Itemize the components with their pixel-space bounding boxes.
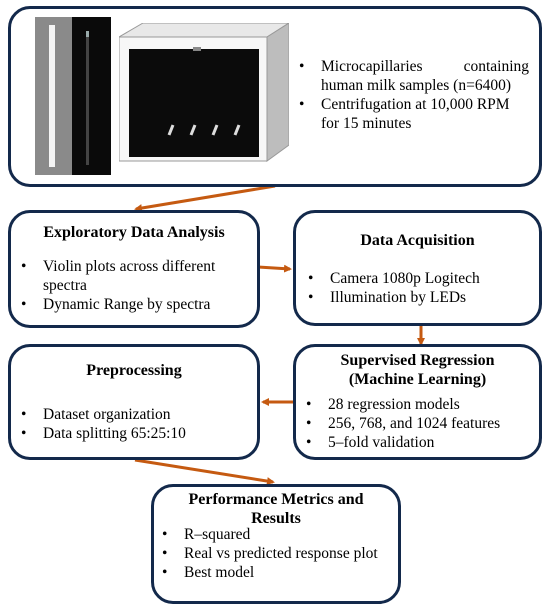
preprocessing-bullets: Dataset organization Data splitting 65:2… bbox=[15, 405, 251, 443]
sample-preparation-bullets: Microcapillaries containing human milk s… bbox=[293, 57, 529, 133]
centrifuge-render bbox=[119, 23, 289, 162]
exploratory-analysis-bullets: Violin plots across different spectra Dy… bbox=[15, 257, 251, 314]
bullet-real-vs-predicted: Real vs predicted response plot bbox=[156, 544, 394, 563]
bullet-regression-models: 28 regression models bbox=[300, 395, 538, 414]
sample-preparation-box: Microcapillaries containing human milk s… bbox=[8, 6, 542, 187]
supervised-regression-title-line2: (Machine Learning) bbox=[348, 371, 487, 388]
bullet-centrifugation: Centrifugation at 10,000 RPM for 15 minu… bbox=[293, 95, 529, 133]
performance-metrics-title-line2: Results bbox=[251, 510, 301, 527]
bullet-microcapillaries: Microcapillaries containing human milk s… bbox=[293, 57, 529, 95]
supervised-regression-bullets: 28 regression models 256, 768, and 1024 … bbox=[300, 395, 538, 452]
bullet-features: 256, 768, and 1024 features bbox=[300, 414, 538, 433]
bullet-camera: Camera 1080p Logitech bbox=[302, 269, 534, 288]
bullet-dataset-organization: Dataset organization bbox=[15, 405, 251, 424]
bullet-validation: 5–fold validation bbox=[300, 433, 538, 452]
exploratory-analysis-box: Exploratory Data Analysis Violin plots a… bbox=[8, 210, 260, 328]
bullet-r-squared: R–squared bbox=[156, 525, 394, 544]
preprocessing-title: Preprocessing bbox=[86, 362, 182, 379]
arrow-eda-to-acquisition bbox=[257, 264, 292, 273]
performance-metrics-title-line1: Performance Metrics and bbox=[188, 491, 364, 508]
bullet-best-model: Best model bbox=[156, 563, 394, 582]
supervised-regression-title-line1: Supervised Regression bbox=[340, 352, 495, 369]
data-acquisition-bullets: Camera 1080p Logitech Illumination by LE… bbox=[302, 269, 534, 307]
bullet-violin-plots: Violin plots across different spectra bbox=[15, 257, 251, 295]
performance-metrics-bullets: R–squared Real vs predicted response plo… bbox=[156, 525, 394, 582]
performance-metrics-box: Performance Metrics and Results R–square… bbox=[151, 484, 401, 604]
microcapillary-photo bbox=[35, 17, 111, 175]
exploratory-analysis-title: Exploratory Data Analysis bbox=[43, 224, 225, 241]
bullet-illumination: Illumination by LEDs bbox=[302, 288, 534, 307]
data-acquisition-box: Data Acquisition Camera 1080p Logitech I… bbox=[293, 210, 542, 326]
bullet-data-splitting: Data splitting 65:25:10 bbox=[15, 424, 251, 443]
data-acquisition-title: Data Acquisition bbox=[360, 232, 475, 249]
arrow-top-to-eda bbox=[134, 184, 276, 212]
arrow-preprocessing-to-metrics bbox=[134, 458, 275, 486]
bullet-dynamic-range: Dynamic Range by spectra bbox=[15, 295, 251, 314]
supervised-regression-box: Supervised Regression (Machine Learning)… bbox=[293, 344, 542, 460]
preprocessing-box: Preprocessing Dataset organization Data … bbox=[8, 344, 260, 460]
